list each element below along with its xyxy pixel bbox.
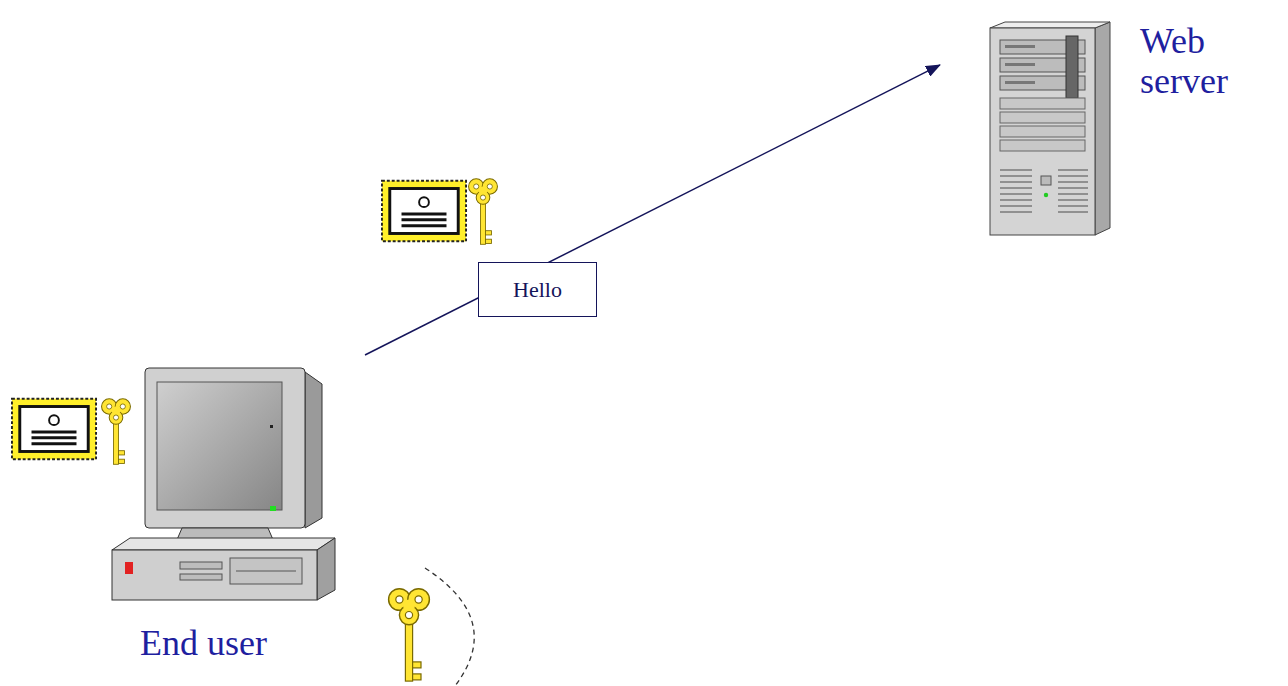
drive-slot	[1005, 63, 1035, 66]
certificate-icon	[382, 181, 466, 242]
server-side	[1095, 22, 1110, 235]
drive-slot	[1005, 45, 1035, 48]
floppy-bay	[230, 558, 302, 584]
drive-slot	[180, 574, 222, 580]
monitor-led	[270, 506, 276, 511]
edge-label: Hello	[478, 262, 597, 317]
monitor-screen	[157, 382, 282, 510]
device-label: Web server	[1140, 21, 1270, 101]
server-top	[990, 22, 1110, 28]
base-side	[317, 538, 335, 600]
status-led	[1044, 193, 1048, 197]
device-label: End user	[140, 623, 360, 663]
key-guard-arc	[425, 568, 474, 686]
power-light	[125, 562, 133, 574]
power-button	[1041, 176, 1051, 185]
key-icon	[102, 399, 131, 464]
empty-bay	[1000, 140, 1085, 151]
floppy-slot	[236, 571, 296, 572]
computer-illustration	[112, 368, 335, 600]
monitor-back	[305, 372, 322, 528]
empty-bay	[1000, 126, 1085, 137]
base-top	[112, 538, 335, 550]
screen-dot	[270, 425, 273, 428]
server-grille	[1000, 170, 1088, 212]
base-front	[112, 550, 317, 600]
key-icon	[469, 179, 498, 244]
device-node: Web server	[940, 15, 1280, 240]
empty-bay	[1000, 112, 1085, 123]
private-key-icon	[389, 589, 430, 681]
drive-slot	[180, 562, 222, 569]
certificate-icon	[12, 399, 96, 460]
server-illustration	[990, 22, 1110, 235]
device-node: End user	[105, 355, 365, 675]
drive-handle	[1066, 36, 1078, 98]
empty-bay	[1000, 98, 1085, 109]
connector-arrow	[365, 65, 940, 355]
monitor-front	[145, 368, 305, 528]
server-front	[990, 28, 1095, 235]
drive-slot	[1005, 81, 1035, 84]
